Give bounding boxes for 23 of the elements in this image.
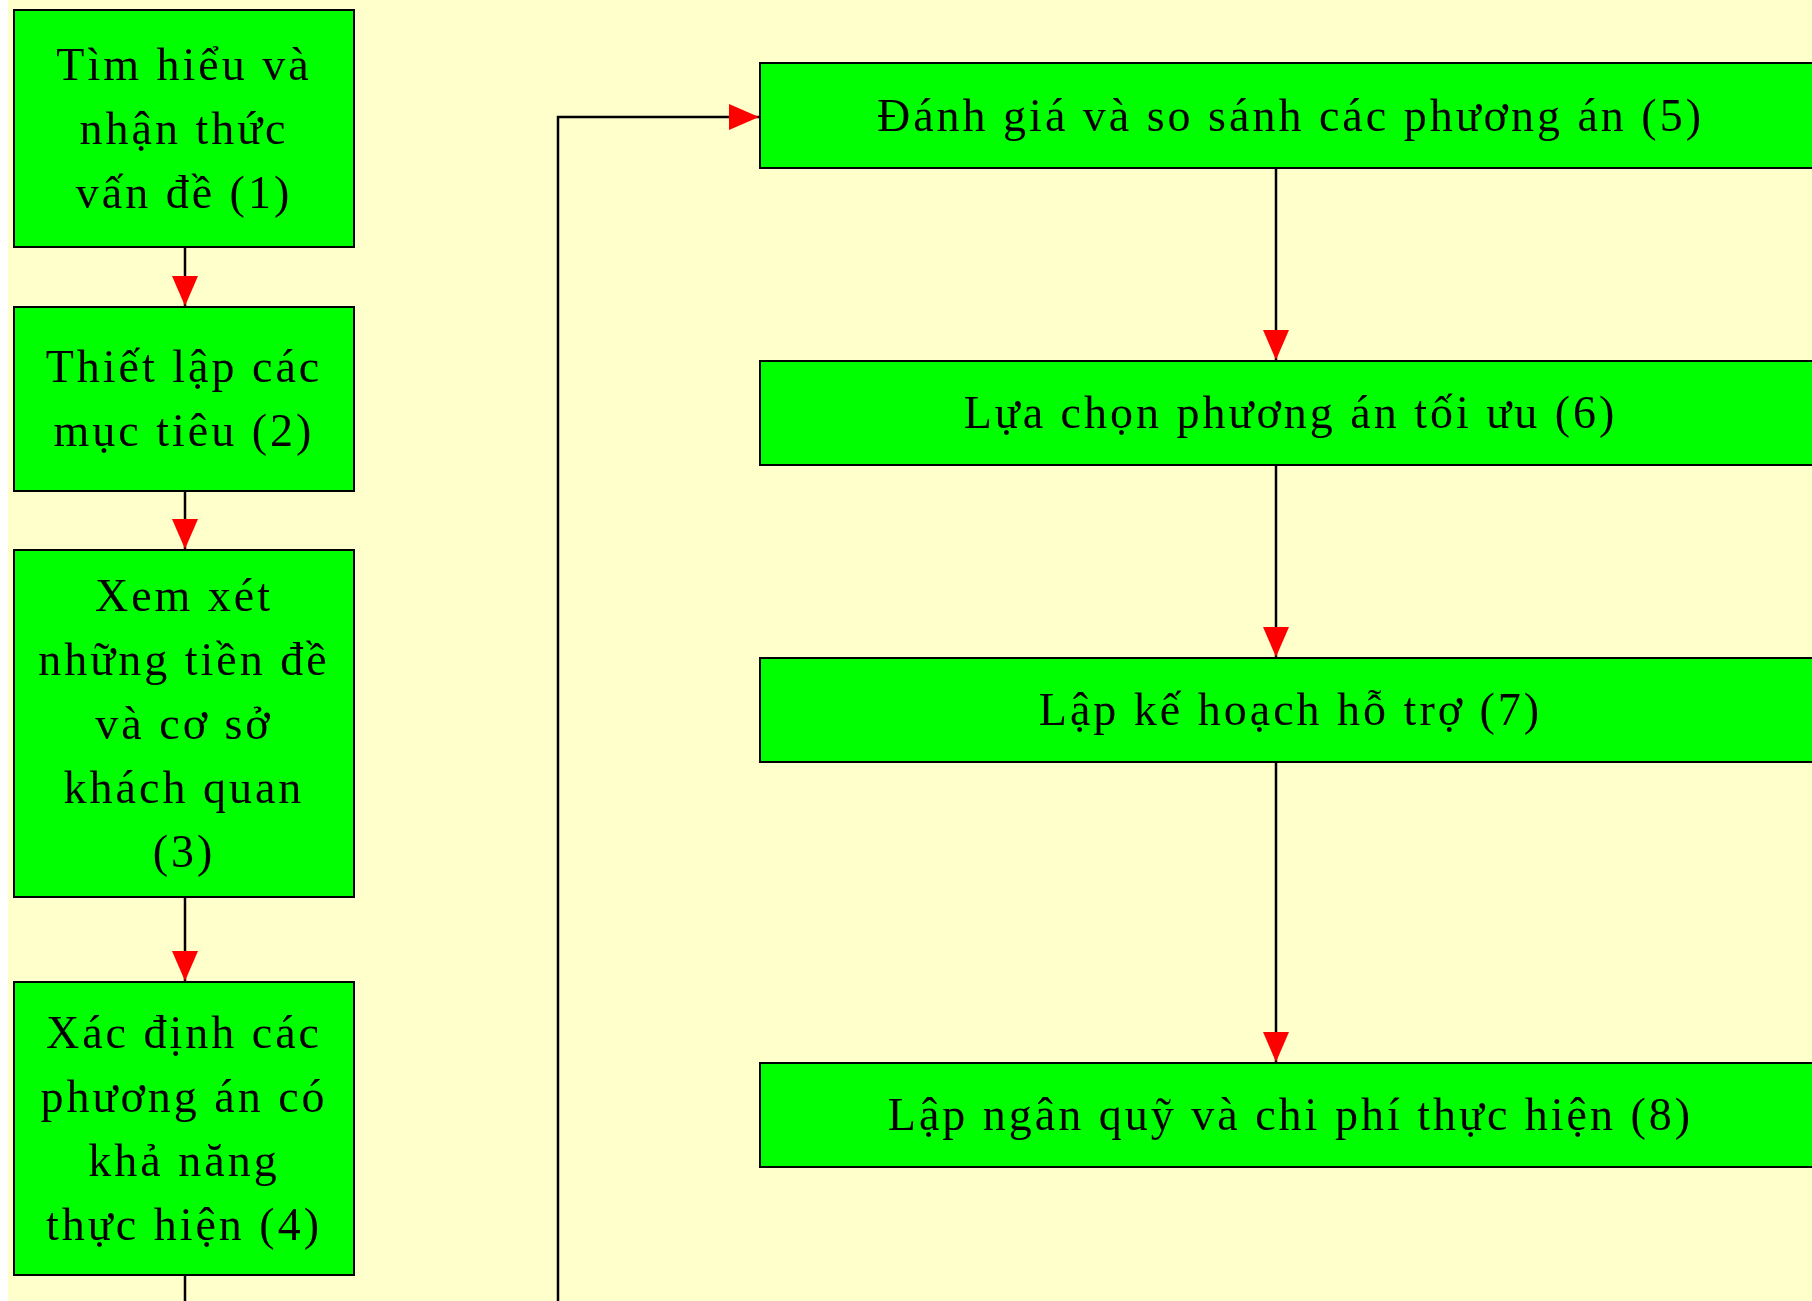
arrow xyxy=(1263,466,1289,657)
box-label: Lập kế hoạch hỗ trợ (7) xyxy=(1038,683,1543,737)
box-label: Tìm hiểu và nhận thức vấn đề (1) xyxy=(55,37,313,220)
box-label: Thiết lập các mục tiêu (2) xyxy=(44,340,324,458)
arrow xyxy=(172,492,198,549)
arrow xyxy=(1263,169,1289,360)
box-label: Xem xét những tiền đề và cơ sở khách quan (3) xyxy=(37,568,331,879)
process-box xyxy=(759,657,1812,763)
box-label: Đánh giá và so sánh các phương án (5) xyxy=(876,88,1704,143)
process-box xyxy=(13,9,355,248)
process-box xyxy=(759,360,1812,466)
process-box xyxy=(13,306,355,492)
arrow xyxy=(172,898,198,981)
process-box xyxy=(759,1062,1812,1168)
box-label: Xác định các phương án có khả năng thực hiện (4) xyxy=(39,1005,329,1252)
process-box xyxy=(13,549,355,898)
arrow xyxy=(183,104,759,1301)
arrow xyxy=(172,248,198,306)
box-label: Lựa chọn phương án tối ưu (6) xyxy=(963,386,1618,440)
box-label: Lập ngân quỹ và chi phí thực hiện (8) xyxy=(887,1088,1694,1142)
process-box xyxy=(759,62,1812,169)
process-box xyxy=(13,981,355,1276)
arrow xyxy=(1263,763,1289,1062)
